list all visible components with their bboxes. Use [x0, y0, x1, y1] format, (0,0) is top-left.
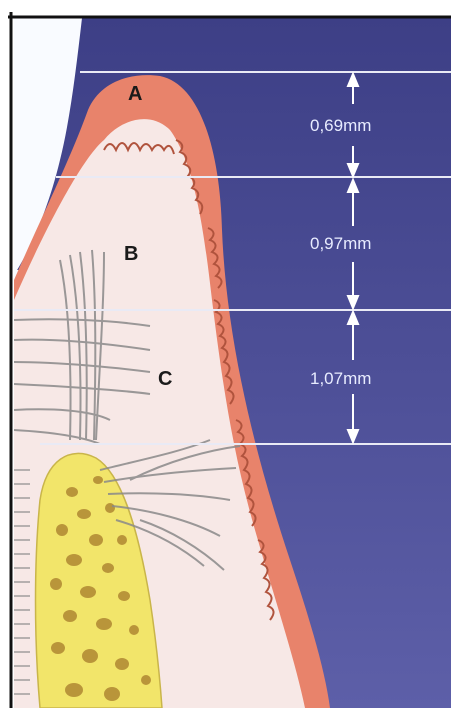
- measurement-label-2: 0,97mm: [310, 234, 371, 253]
- zone-label-a: A: [128, 83, 142, 105]
- measurement-label-3: 1,07mm: [310, 369, 371, 388]
- zone-label-c: C: [158, 368, 172, 390]
- zone-label-b: B: [124, 243, 138, 265]
- measurement-label-1: 0,69mm: [310, 116, 371, 135]
